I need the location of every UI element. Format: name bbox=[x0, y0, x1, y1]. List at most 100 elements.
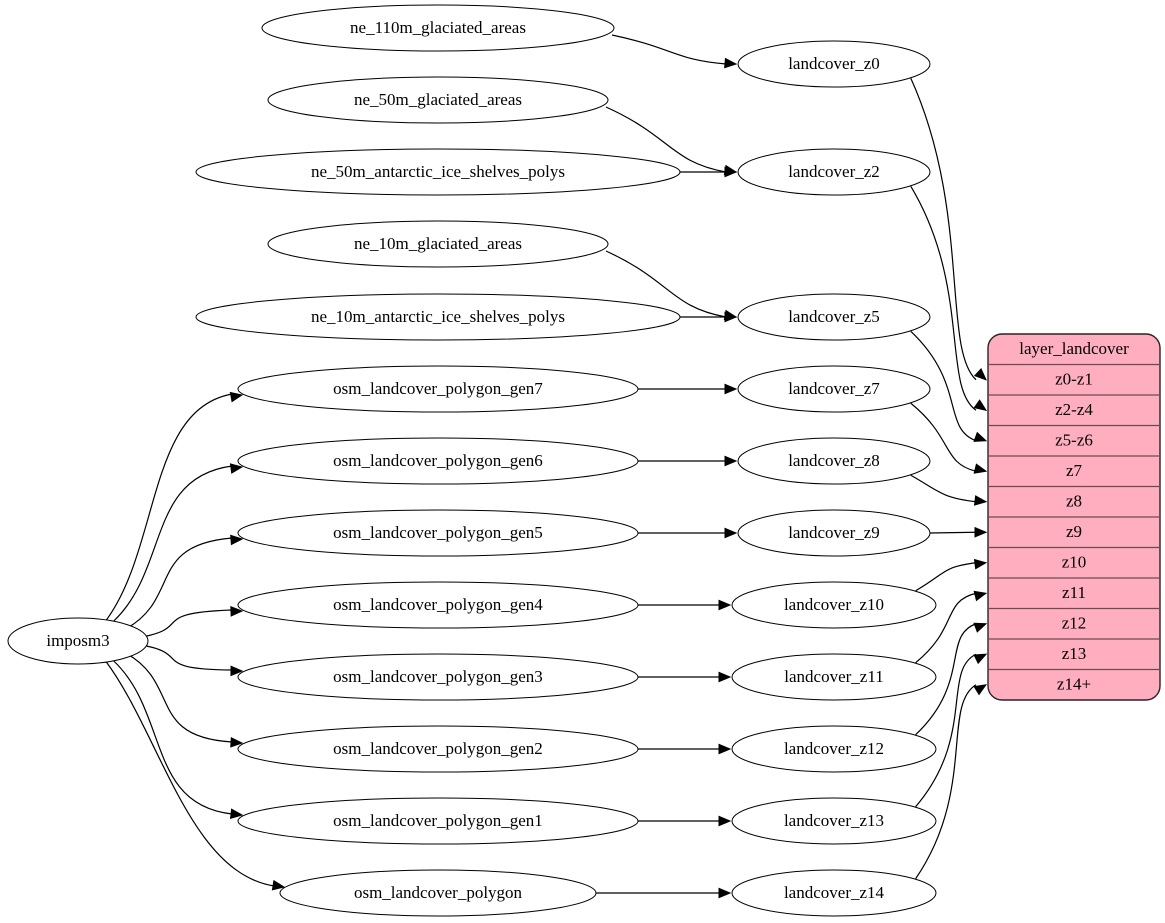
table-row[interactable]: z2-z4 bbox=[1055, 400, 1093, 419]
table-row-label: z12 bbox=[1062, 614, 1087, 633]
arrow-head bbox=[724, 166, 738, 178]
node-osm_landcover_polygon_gen3[interactable]: osm_landcover_polygon_gen3 bbox=[237, 653, 639, 701]
table-row-label: z10 bbox=[1062, 553, 1087, 572]
node-landcover_z14[interactable]: landcover_z14 bbox=[731, 869, 937, 917]
node-landcover_z8[interactable]: landcover_z8 bbox=[737, 437, 931, 485]
node-osm_landcover_polygon_gen2[interactable]: osm_landcover_polygon_gen2 bbox=[237, 725, 639, 773]
arrow-head bbox=[718, 599, 732, 611]
table-row-label: z7 bbox=[1066, 461, 1083, 480]
edge-osm_landcover_polygon_gen3-to-landcover_z11 bbox=[638, 671, 732, 683]
node-shape bbox=[237, 581, 639, 629]
node-osm_landcover_polygon_gen6[interactable]: osm_landcover_polygon_gen6 bbox=[237, 437, 639, 485]
node-label: osm_landcover_polygon_gen1 bbox=[333, 811, 543, 830]
node-label: osm_landcover_polygon_gen4 bbox=[333, 595, 543, 614]
table-row-label: z5-z6 bbox=[1055, 431, 1093, 450]
edge-line bbox=[915, 653, 977, 808]
node-osm_landcover_polygon_gen1[interactable]: osm_landcover_polygon_gen1 bbox=[237, 797, 639, 845]
edge-osm_landcover_polygon_gen1-to-landcover_z13 bbox=[638, 815, 732, 827]
node-ne_50m_glaciated_areas[interactable]: ne_50m_glaciated_areas bbox=[267, 76, 609, 124]
node-ne_10m_glaciated_areas[interactable]: ne_10m_glaciated_areas bbox=[267, 220, 609, 268]
node-shape bbox=[237, 797, 639, 845]
table-row-label: z0-z1 bbox=[1055, 370, 1093, 389]
edge-imposm3-to-osm_landcover_polygon bbox=[105, 660, 286, 891]
table-row-label: z11 bbox=[1062, 583, 1086, 602]
arrow-head bbox=[973, 590, 988, 602]
table-row[interactable]: z7 bbox=[1066, 461, 1083, 480]
edge-landcover_z0-to-table-z0-z1 bbox=[910, 78, 987, 381]
arrow-head bbox=[230, 606, 244, 617]
edge-line bbox=[910, 402, 977, 472]
arrow-head bbox=[230, 665, 244, 677]
edge-landcover_z12-to-table-z12 bbox=[915, 622, 988, 736]
table-row[interactable]: z13 bbox=[1062, 644, 1087, 663]
node-ne_10m_antarctic_ice_shelves_polys[interactable]: ne_10m_antarctic_ice_shelves_polys bbox=[195, 293, 681, 341]
table-row-label: z9 bbox=[1066, 522, 1082, 541]
edge-landcover_z9-to-table-z9 bbox=[929, 526, 988, 538]
arrow-head bbox=[271, 879, 286, 891]
edge-line bbox=[105, 393, 233, 622]
edge-line bbox=[605, 250, 727, 318]
arrow-head bbox=[974, 526, 988, 538]
table-row[interactable]: z9 bbox=[1066, 522, 1082, 541]
arrow-head bbox=[973, 653, 988, 665]
edge-line bbox=[915, 684, 977, 880]
edge-landcover_z8-to-table-z8 bbox=[910, 474, 988, 506]
table-row[interactable]: z12 bbox=[1062, 614, 1087, 633]
node-label: landcover_z8 bbox=[788, 451, 880, 470]
node-shape bbox=[737, 437, 931, 485]
edge-line bbox=[125, 652, 233, 743]
node-shape bbox=[731, 581, 937, 629]
edge-osm_landcover_polygon_gen4-to-landcover_z10 bbox=[638, 599, 732, 611]
node-landcover_z5[interactable]: landcover_z5 bbox=[737, 293, 931, 341]
layer-landcover-table: layer_landcover z0-z1 z2-z4 z5-z6 z7 z8 z9 z10 z… bbox=[987, 333, 1161, 701]
arrow-head bbox=[973, 368, 987, 381]
node-landcover_z12[interactable]: landcover_z12 bbox=[731, 725, 937, 773]
node-shape bbox=[237, 725, 639, 773]
node-label: osm_landcover_polygon bbox=[354, 883, 523, 902]
edge-ne_50m_antarctic_ice_shelves_polys-to-landcover_z2 bbox=[677, 166, 738, 178]
table-row[interactable]: z14+ bbox=[1057, 675, 1091, 694]
table-row[interactable]: z0-z1 bbox=[1055, 370, 1093, 389]
table-row[interactable]: z11 bbox=[1062, 583, 1086, 602]
node-landcover_z9[interactable]: landcover_z9 bbox=[737, 509, 931, 557]
node-osm_landcover_polygon_gen4[interactable]: osm_landcover_polygon_gen4 bbox=[237, 581, 639, 629]
edge-ne_10m_antarctic_ice_shelves_polys-to-landcover_z5 bbox=[678, 311, 738, 323]
node-shape bbox=[731, 725, 937, 773]
node-label: osm_landcover_polygon_gen6 bbox=[333, 451, 543, 470]
node-label: landcover_z10 bbox=[784, 595, 884, 614]
node-shape bbox=[267, 220, 609, 268]
edge-osm_landcover_polygon_gen6-to-landcover_z8 bbox=[638, 455, 738, 467]
node-osm_landcover_polygon_gen5[interactable]: osm_landcover_polygon_gen5 bbox=[237, 509, 639, 557]
table-row[interactable]: z10 bbox=[1062, 553, 1087, 572]
node-ne_50m_antarctic_ice_shelves_polys[interactable]: ne_50m_antarctic_ice_shelves_polys bbox=[195, 148, 681, 196]
arrow-head bbox=[973, 463, 988, 474]
node-shape bbox=[195, 293, 681, 341]
edge-line bbox=[113, 660, 233, 815]
node-shape bbox=[7, 617, 149, 665]
node-shape bbox=[731, 653, 937, 701]
edge-imposm3-to-osm_landcover_polygon_gen1 bbox=[113, 660, 244, 820]
edge-imposm3-to-osm_landcover_polygon_gen3 bbox=[139, 644, 244, 677]
node-shape bbox=[731, 797, 937, 845]
edge-osm_landcover_polygon-to-landcover_z14 bbox=[596, 887, 732, 899]
edge-line bbox=[139, 644, 233, 671]
node-osm_landcover_polygon[interactable]: osm_landcover_polygon bbox=[279, 869, 597, 917]
node-ne_110m_glaciated_areas[interactable]: ne_110m_glaciated_areas bbox=[261, 4, 615, 52]
node-landcover_z7[interactable]: landcover_z7 bbox=[737, 365, 931, 413]
edge-line bbox=[915, 592, 977, 664]
node-landcover_z2[interactable]: landcover_z2 bbox=[737, 148, 931, 196]
node-landcover_z13[interactable]: landcover_z13 bbox=[731, 797, 937, 845]
edge-line bbox=[929, 531, 977, 534]
table-row[interactable]: z8 bbox=[1066, 492, 1082, 511]
table-header-label: layer_landcover bbox=[1019, 339, 1129, 358]
node-landcover_z10[interactable]: landcover_z10 bbox=[731, 581, 937, 629]
edge-landcover_z11-to-table-z11 bbox=[915, 590, 988, 664]
node-landcover_z11[interactable]: landcover_z11 bbox=[731, 653, 937, 701]
node-landcover_z0[interactable]: landcover_z0 bbox=[737, 40, 931, 88]
node-shape bbox=[731, 869, 937, 917]
node-imposm3[interactable]: imposm3 bbox=[7, 617, 149, 665]
arrow-head bbox=[724, 311, 738, 323]
node-osm_landcover_polygon_gen7[interactable]: osm_landcover_polygon_gen7 bbox=[237, 365, 639, 413]
edge-line bbox=[910, 78, 977, 381]
table-row[interactable]: z5-z6 bbox=[1055, 431, 1093, 450]
